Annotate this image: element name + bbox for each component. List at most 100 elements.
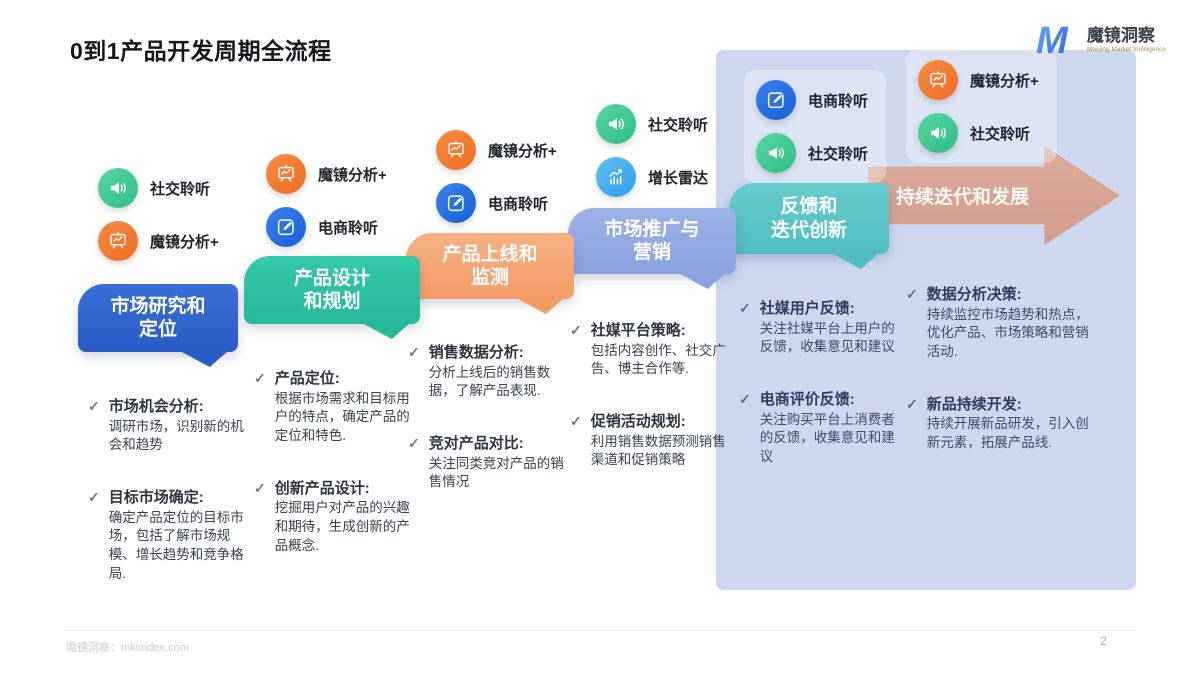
brand-tagline: Moojing Market Intelligence: [1086, 45, 1166, 53]
speaker-icon: [918, 113, 958, 153]
tool-badge: 魔镜分析+: [918, 60, 1039, 100]
stage-banner-market-research: 市场研究和 定位: [78, 284, 238, 352]
stage2-checklist: ✓ 产品定位: 根据市场需求和目标用户的特点，确定产品的定位和特色. ✓ 创新产品…: [254, 368, 422, 555]
item-body: 包括内容创作、社交广告、博主合作等.: [590, 342, 726, 377]
item-body: 调研市场，识别新的机会和趋势: [108, 418, 244, 453]
tool-label: 魔镜分析+: [970, 72, 1039, 90]
list-item: ✓ 社媒用户反馈:关注社媒平台上用户的反馈，收集意见和建议: [739, 298, 901, 357]
item-body: 根据市场需求和目标用户的特点，确定产品的定位和特色.: [274, 390, 410, 443]
stage-label: 产品设计: [293, 267, 370, 289]
stage-label: 和规划: [303, 291, 361, 312]
check-icon: ✓: [408, 435, 420, 451]
list-item: ✓ 社媒平台策略: 包括内容创作、社交广告、博主合作等.: [570, 320, 734, 379]
item-title: 销售数据分析:: [428, 344, 524, 361]
stage4-tools: 社交聆听 增长雷达: [596, 104, 708, 197]
speaker-icon: [98, 168, 138, 208]
check-icon: ✓: [570, 413, 582, 429]
stage4-checklist: ✓ 社媒平台策略: 包括内容创作、社交广告、博主合作等. ✓ 促销活动规划: 利用销…: [570, 320, 734, 470]
tool-label: 电商聆听: [808, 92, 869, 110]
item-title: 市场机会分析:: [108, 398, 204, 415]
tool-badge: 电商聆听: [756, 80, 868, 120]
item-body: 分析上线后的销售数据，了解产品表现.: [428, 364, 551, 399]
stage-label: 迭代创新: [770, 219, 847, 241]
brand-text: 魔镜洞察 Moojing Market Intelligence: [1086, 26, 1166, 54]
tool-badge: 社交聆听: [756, 133, 868, 173]
check-icon: ✓: [254, 479, 266, 496]
item-title: 创新产品设计:: [274, 479, 370, 497]
item-title: 竞对产品对比:: [428, 435, 524, 452]
list-item: ✓ 产品定位: 根据市场需求和目标用户的特点，确定产品的定位和特色.: [254, 368, 422, 446]
tool-badge: 魔镜分析+: [98, 221, 219, 261]
tool-badge: 社交聆听: [918, 113, 1039, 153]
item-title: 社媒用户反馈:: [759, 300, 855, 317]
presentation-board-icon: [266, 154, 306, 194]
check-icon: ✓: [408, 344, 420, 360]
tool-label: 电商聆听: [318, 219, 379, 237]
tool-badge: 增长雷达: [596, 157, 708, 197]
tool-label: 增长雷达: [648, 169, 709, 187]
page-title: 0到1产品开发周期全流程: [70, 38, 332, 64]
presentation-board-icon: [918, 60, 958, 100]
item-body: 持续监控市场趋势和热点，优化产品、市场策略和营销活动.: [926, 306, 1089, 359]
list-item: ✓ 电商评价反馈: 关注购买平台上消费者的反馈，收集意见和建议: [739, 389, 901, 467]
stage-label: 产品上线和: [442, 243, 538, 265]
check-icon: ✓: [906, 395, 918, 412]
list-item: ✓ 销售数据分析: 分析上线后的销售数据，了解产品表现.: [408, 342, 570, 401]
list-item: ✓ 创新产品设计:挖掘用户对产品的兴趣和期待，生成创新的产品概念.: [254, 478, 422, 556]
tool-badge: 电商聆听: [266, 207, 387, 247]
presentation-board-icon: [98, 221, 138, 261]
stage-label: 市场研究和: [110, 295, 206, 317]
stage6-tools: 魔镜分析+ 社交聆听: [906, 50, 1057, 163]
list-item: ✓ 市场机会分析:调研市场，识别新的机会和趋势: [88, 396, 256, 455]
stage3-tools: 魔镜分析+ 电商聆听: [436, 130, 557, 223]
page-number: 2: [1100, 634, 1107, 648]
footer-source: 魔镜洞察：mktindex.com: [66, 642, 189, 654]
list-item: ✓ 新品持续开发:持续开展新品研发，引入创新元素，拓展产品线.: [906, 394, 1092, 453]
item-title: 数据分析决策:: [926, 286, 1022, 303]
item-body: 确定产品定位的目标市场，包括了解市场规模、增长趋势和竞争格局.: [108, 509, 244, 581]
pencil-icon: [756, 80, 796, 120]
brand-monogram-icon: M: [1036, 20, 1069, 60]
item-title: 目标市场确定:: [108, 489, 204, 506]
item-body: 关注购买平台上消费者的反馈，收集意见和建议: [759, 411, 895, 464]
tool-label: 魔镜分析+: [150, 233, 219, 251]
check-icon: ✓: [88, 489, 100, 505]
presentation-board-icon: [436, 130, 476, 170]
item-title: 电商评价反馈:: [759, 391, 855, 408]
tool-label: 社交聆听: [648, 116, 709, 134]
stage1-tools: 社交聆听 魔镜分析+: [98, 168, 219, 261]
stage6-checklist: ✓ 数据分析决策: 持续监控市场趋势和热点，优化产品、市场策略和营销活动. ✓ 新…: [906, 284, 1092, 453]
stage-label: 持续迭代和发展: [896, 187, 1030, 208]
check-icon: ✓: [739, 391, 751, 407]
item-title: 产品定位:: [274, 370, 340, 387]
list-item: ✓ 促销活动规划: 利用销售数据预测销售渠道和促销策略: [570, 411, 734, 470]
item-body: 利用销售数据预测销售渠道和促销策略: [590, 433, 726, 468]
stage5-tools: 电商聆听 社交聆听: [744, 70, 887, 183]
stage-banner-launch-monitoring: 产品上线和 监测: [406, 233, 574, 299]
speaker-icon: [756, 133, 796, 173]
stage3-checklist: ✓ 销售数据分析: 分析上线后的销售数据，了解产品表现. ✓ 竞对产品对比: 关注同…: [408, 342, 570, 492]
list-item: ✓ 目标市场确定: 确定产品定位的目标市场，包括了解市场规模、增长趋势和竞争格局.: [88, 487, 256, 583]
check-icon: ✓: [570, 322, 582, 338]
tool-badge: 魔镜分析+: [436, 130, 557, 170]
item-title: 社媒平台策略:: [590, 322, 686, 339]
tool-badge: 社交聆听: [596, 104, 708, 144]
item-title: 促销活动规划:: [590, 413, 686, 430]
check-icon: ✓: [739, 300, 751, 316]
speaker-icon: [596, 104, 636, 144]
item-body: 关注同类竞对产品的销售情况: [428, 455, 564, 490]
growth-chart-icon: [596, 157, 636, 197]
list-item: ✓ 数据分析决策:持续监控市场趋势和热点，优化产品、市场策略和营销活动.: [906, 284, 1092, 362]
pencil-icon: [266, 207, 306, 247]
stage-label: 反馈和: [780, 196, 838, 218]
tool-label: 社交聆听: [808, 145, 869, 163]
item-title: 新品持续开发:: [926, 395, 1022, 413]
stage-banner-product-design: 产品设计 和规划: [244, 256, 420, 324]
stage-label: 监测: [470, 267, 509, 288]
stage5-checklist: ✓ 社媒用户反馈:关注社媒平台上用户的反馈，收集意见和建议 ✓ 电商评价反馈: 关…: [739, 298, 901, 467]
check-icon: ✓: [254, 370, 266, 386]
tool-badge: 社交聆听: [98, 168, 219, 208]
pencil-icon: [436, 183, 476, 223]
stage2-tools: 魔镜分析+ 电商聆听: [266, 154, 387, 247]
list-item: ✓ 竞对产品对比: 关注同类竞对产品的销售情况: [408, 433, 570, 492]
